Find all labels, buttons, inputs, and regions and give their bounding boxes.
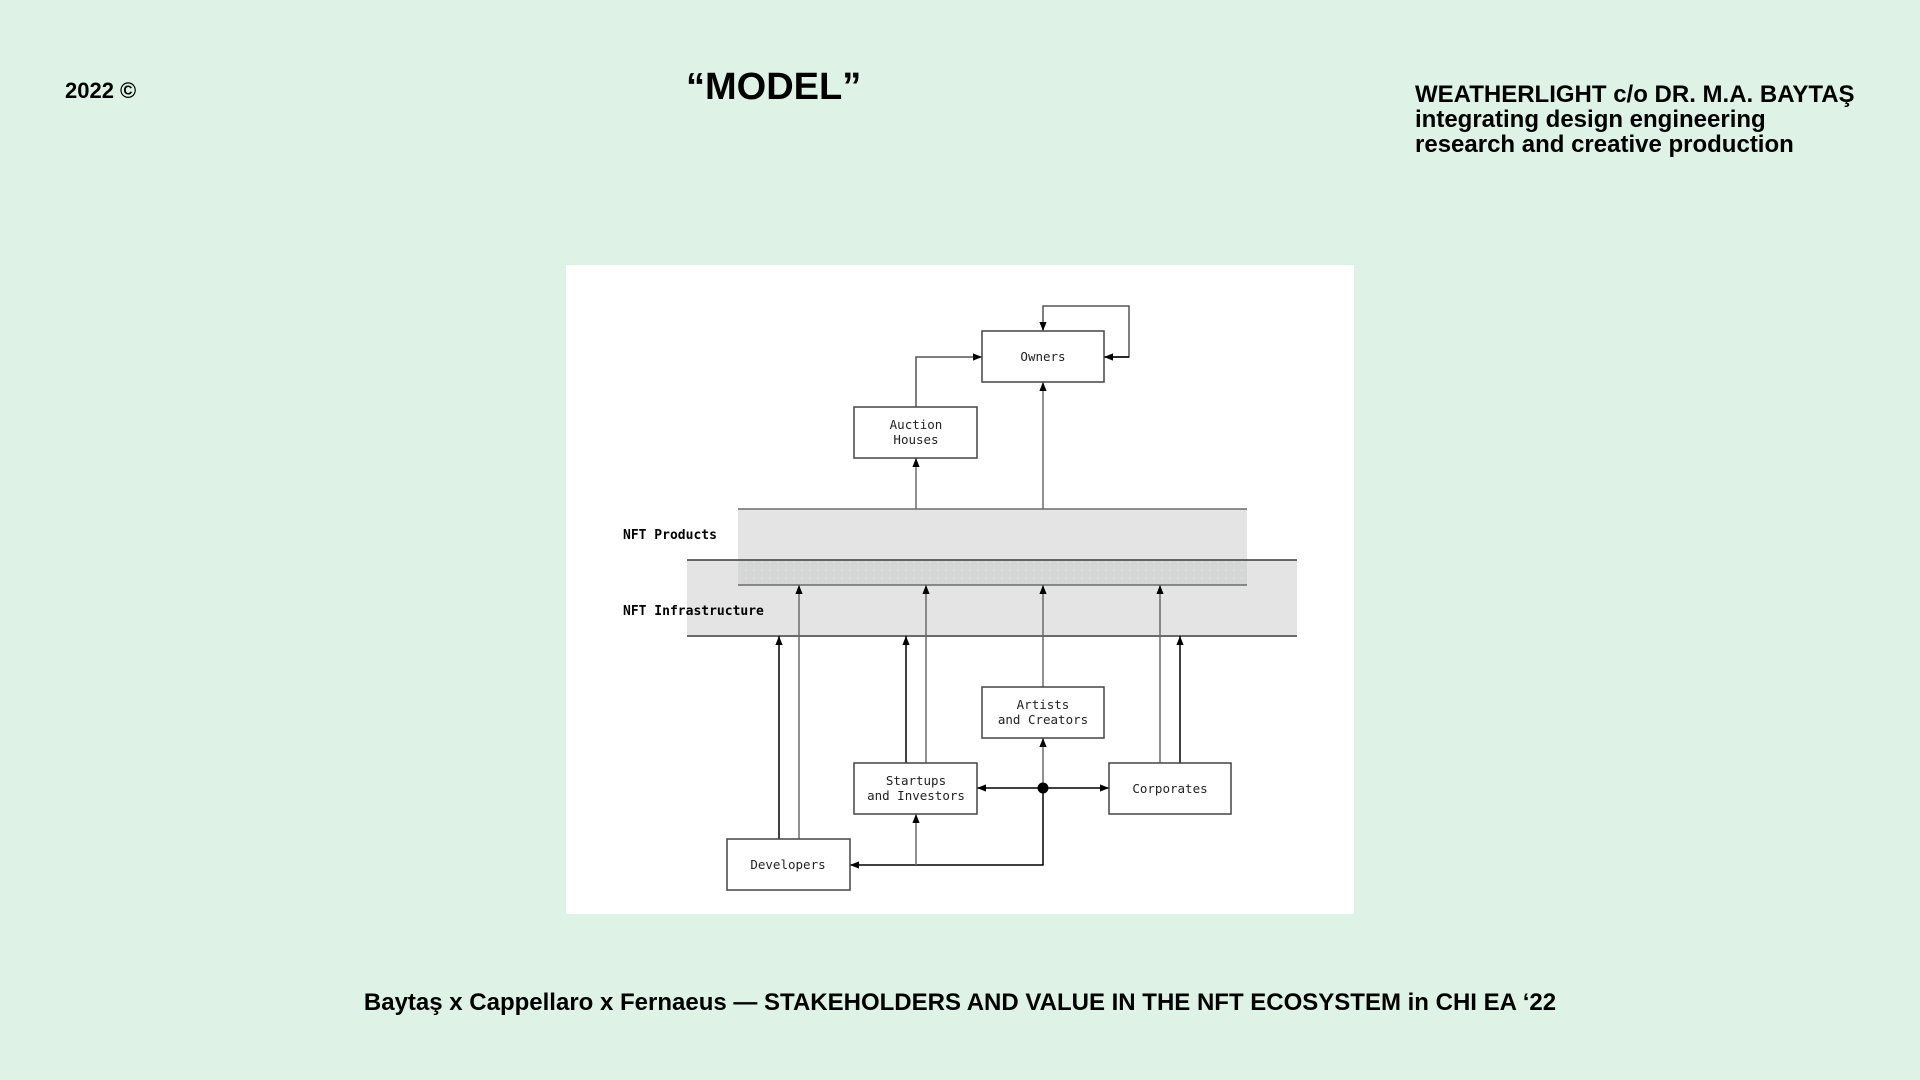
hub-node xyxy=(1037,782,1049,794)
node-developers: Developers xyxy=(726,838,851,891)
stakeholder-diagram: NFT Products NFT Infrastructure xyxy=(623,305,1297,891)
node-label: Artists xyxy=(1017,697,1070,712)
node-label: Owners xyxy=(1020,349,1065,364)
node-artists-creators: Artists and Creators xyxy=(981,686,1105,739)
node-label: and Creators xyxy=(998,712,1088,727)
page-title: “MODEL” xyxy=(686,66,862,108)
label-nft-infrastructure: NFT Infrastructure xyxy=(623,604,764,619)
edge-hub-developers xyxy=(850,788,1044,869)
byline-line: WEATHERLIGHT c/o DR. M.A. BAYTAŞ xyxy=(1415,81,1855,108)
node-label: and Investors xyxy=(867,788,965,803)
byline-line: research and creative production xyxy=(1415,131,1794,158)
node-label: Startups xyxy=(886,773,946,788)
node-label: Houses xyxy=(893,432,938,447)
node-label: Auction xyxy=(890,417,943,432)
connectors xyxy=(775,305,1184,869)
layer-nft-infrastructure xyxy=(687,559,1297,637)
byline: WEATHERLIGHT c/o DR. M.A. BAYTAŞ integra… xyxy=(1415,82,1855,157)
node-startups-investors: Startups and Investors xyxy=(853,762,978,815)
node-owners: Owners xyxy=(981,330,1105,383)
node-label: Corporates xyxy=(1132,781,1207,796)
citation-caption: Baytaş x Cappellaro x Fernaeus — STAKEHO… xyxy=(363,989,1557,1016)
byline-line: integrating design engineering xyxy=(1415,106,1766,133)
node-corporates: Corporates xyxy=(1108,762,1232,815)
node-auction-houses: Auction Houses xyxy=(853,406,978,459)
label-nft-products: NFT Products xyxy=(623,528,717,543)
layer-overlap xyxy=(738,560,1247,585)
copyright-year: 2022 © xyxy=(65,78,137,103)
edge-auction-owners xyxy=(915,353,982,407)
diagram-panel: NFT Products NFT Infrastructure xyxy=(566,265,1354,914)
node-label: Developers xyxy=(750,857,825,872)
